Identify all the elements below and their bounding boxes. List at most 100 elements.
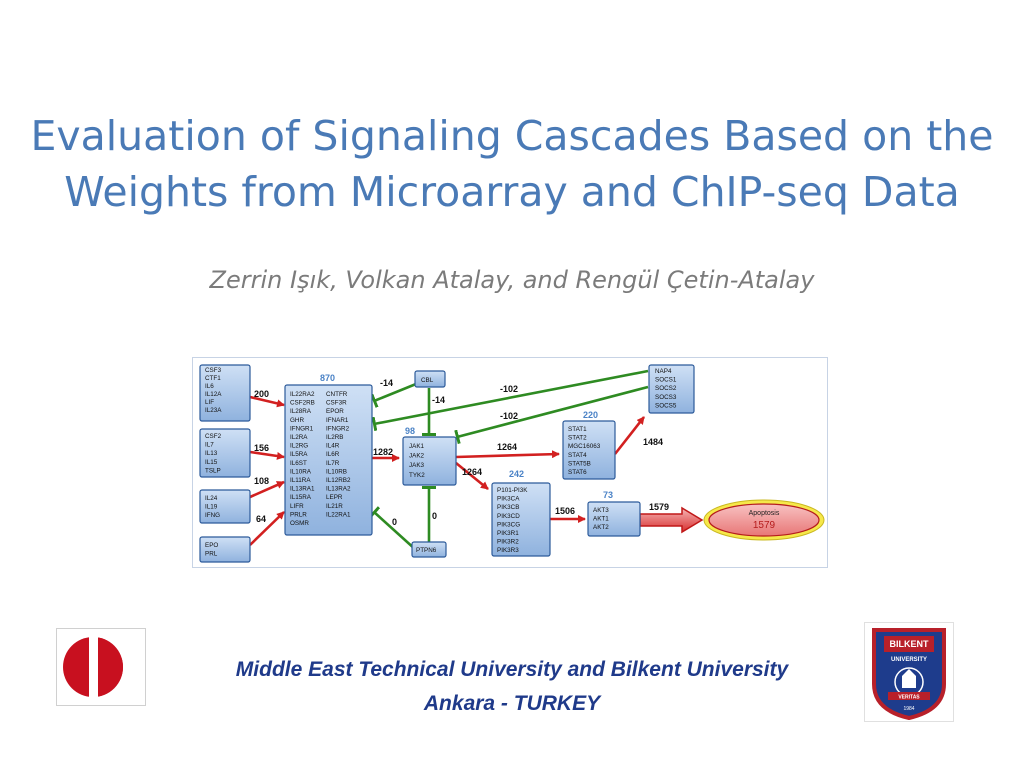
node-gene-label: EPO — [205, 542, 218, 549]
weight-inh-rec: -102 — [500, 384, 518, 394]
node-gene-label: IL11RA — [290, 477, 311, 484]
metu-half — [93, 637, 123, 697]
bilkent-banner — [888, 692, 930, 700]
apoptosis-node — [708, 503, 820, 537]
node-akt — [587, 501, 641, 537]
edge-l2-rec — [249, 450, 285, 460]
node-gene-label: TSLP — [205, 467, 221, 474]
node-gene-label: STAT2 — [568, 435, 587, 442]
node-jak — [402, 436, 457, 486]
node-gene-label: STAT4 — [568, 452, 587, 459]
affiliation-line-1: Middle East Technical University and Bil… — [235, 658, 789, 681]
node-gene-label: IFNAR1 — [326, 417, 349, 424]
node-gene-label: PIK3R3 — [497, 547, 519, 554]
node-gene-label: IL2RB — [326, 434, 344, 441]
node-gene-label: IL12RB2 — [326, 477, 351, 484]
node-gene-label: IL10RB — [326, 468, 347, 475]
node-gene-label: OSMR — [290, 520, 309, 527]
bilkent-banner-text: VERITAS — [898, 695, 920, 701]
node-gene-label: JAK3 — [409, 462, 425, 469]
weight-l2: 156 — [254, 443, 269, 453]
node-gene-label: CSF3 — [205, 367, 222, 374]
node-ligand-group-1 — [199, 364, 251, 422]
bilkent-year: 1984 — [903, 706, 914, 712]
node-gene-label: NAP4 — [655, 368, 672, 375]
node-stat — [562, 420, 616, 480]
node-gene-label: PIK3R1 — [497, 530, 519, 537]
node-gene-label: IL15 — [205, 459, 218, 466]
weight-inh-jak: -102 — [500, 411, 518, 421]
edge-ptpn6-rec — [368, 506, 417, 551]
node-gene-label: IL4R — [326, 443, 340, 450]
node-gene-label: IL28RA — [290, 408, 312, 415]
weight-l1: 200 — [254, 389, 269, 399]
weight-ptpn6-jak: 0 — [432, 511, 437, 521]
node-gene-label: MGC16063 — [568, 443, 601, 450]
cbl-label: CBL — [421, 377, 434, 384]
node-gene-label: IL6 — [205, 383, 214, 390]
edge-cbl-rec — [370, 382, 417, 408]
node-gene-label: CSF2 — [205, 433, 222, 440]
node-gene-label: IL23A — [205, 407, 222, 414]
node-gene-label: EPOR — [326, 408, 344, 415]
weight-ptpn6-rec: 0 — [392, 517, 397, 527]
node-gene-label: CSF3R — [326, 400, 347, 407]
metu-bar — [89, 637, 98, 697]
weight-akt-apop: 1579 — [649, 502, 669, 512]
edge-inh-jak — [454, 385, 649, 445]
node-gene-label: IFNG — [205, 512, 220, 519]
node-gene-label: IL15RA — [290, 494, 312, 501]
count-pi3k: 242 — [509, 469, 524, 479]
bilkent-logo: BILKENT UNIVERSITY VERITAS 1984 — [864, 622, 954, 722]
slide-title: Evaluation of Signaling Cascades Based o… — [0, 108, 1024, 220]
node-gene-label: IL13 — [205, 450, 218, 457]
node-gene-label: IL22RA2 — [290, 391, 315, 398]
affiliation-line-2: Ankara - TURKEY — [423, 692, 601, 715]
node-gene-label: P101-PI3K — [497, 487, 528, 494]
node-gene-label: IL5RA — [290, 451, 308, 458]
node-gene-label: IL13RA1 — [290, 486, 315, 493]
node-gene-label: JAK2 — [409, 453, 425, 460]
node-gene-label: IFNGR2 — [326, 425, 350, 432]
node-gene-label: PIK3R2 — [497, 539, 519, 546]
edge-inh-rec — [371, 369, 649, 432]
weight-l4: 64 — [256, 514, 266, 524]
node-ligand-group-3 — [199, 489, 251, 524]
node-cbl — [414, 370, 446, 388]
node-gene-label: IL22RA1 — [326, 511, 351, 518]
node-pi3k — [491, 482, 551, 557]
weight-l3: 108 — [254, 476, 269, 486]
weight-rec-jak: 1282 — [373, 447, 393, 457]
node-gene-label: GHR — [290, 417, 304, 424]
bilkent-logo-svg: BILKENT UNIVERSITY VERITAS 1984 — [864, 622, 954, 722]
node-gene-label: STAT5B — [568, 460, 591, 467]
node-gene-label: IL13RA2 — [326, 486, 351, 493]
node-receptors — [284, 384, 373, 536]
count-jak: 98 — [405, 426, 415, 436]
node-gene-label: STAT1 — [568, 426, 587, 433]
node-gene-label: AKT2 — [593, 524, 609, 531]
node-gene-label: LEPR — [326, 494, 343, 501]
node-inhibitors — [648, 364, 695, 414]
ptpn6-label: PTPN6 — [416, 547, 437, 554]
node-gene-label: IL21R — [326, 503, 343, 510]
bilkent-emblem-mark — [902, 669, 916, 688]
node-gene-label: LIF — [205, 399, 214, 406]
edge-stat-inh — [613, 416, 646, 455]
metu-logo-svg — [56, 628, 146, 706]
node-gene-label: SOCS5 — [655, 402, 677, 409]
node-gene-label: CSF2RB — [290, 400, 315, 407]
node-gene-label: IFNGR1 — [290, 425, 314, 432]
node-gene-label: LIFR — [290, 503, 304, 510]
node-gene-label: IL2RG — [290, 443, 308, 450]
node-gene-label: IL12A — [205, 391, 222, 398]
